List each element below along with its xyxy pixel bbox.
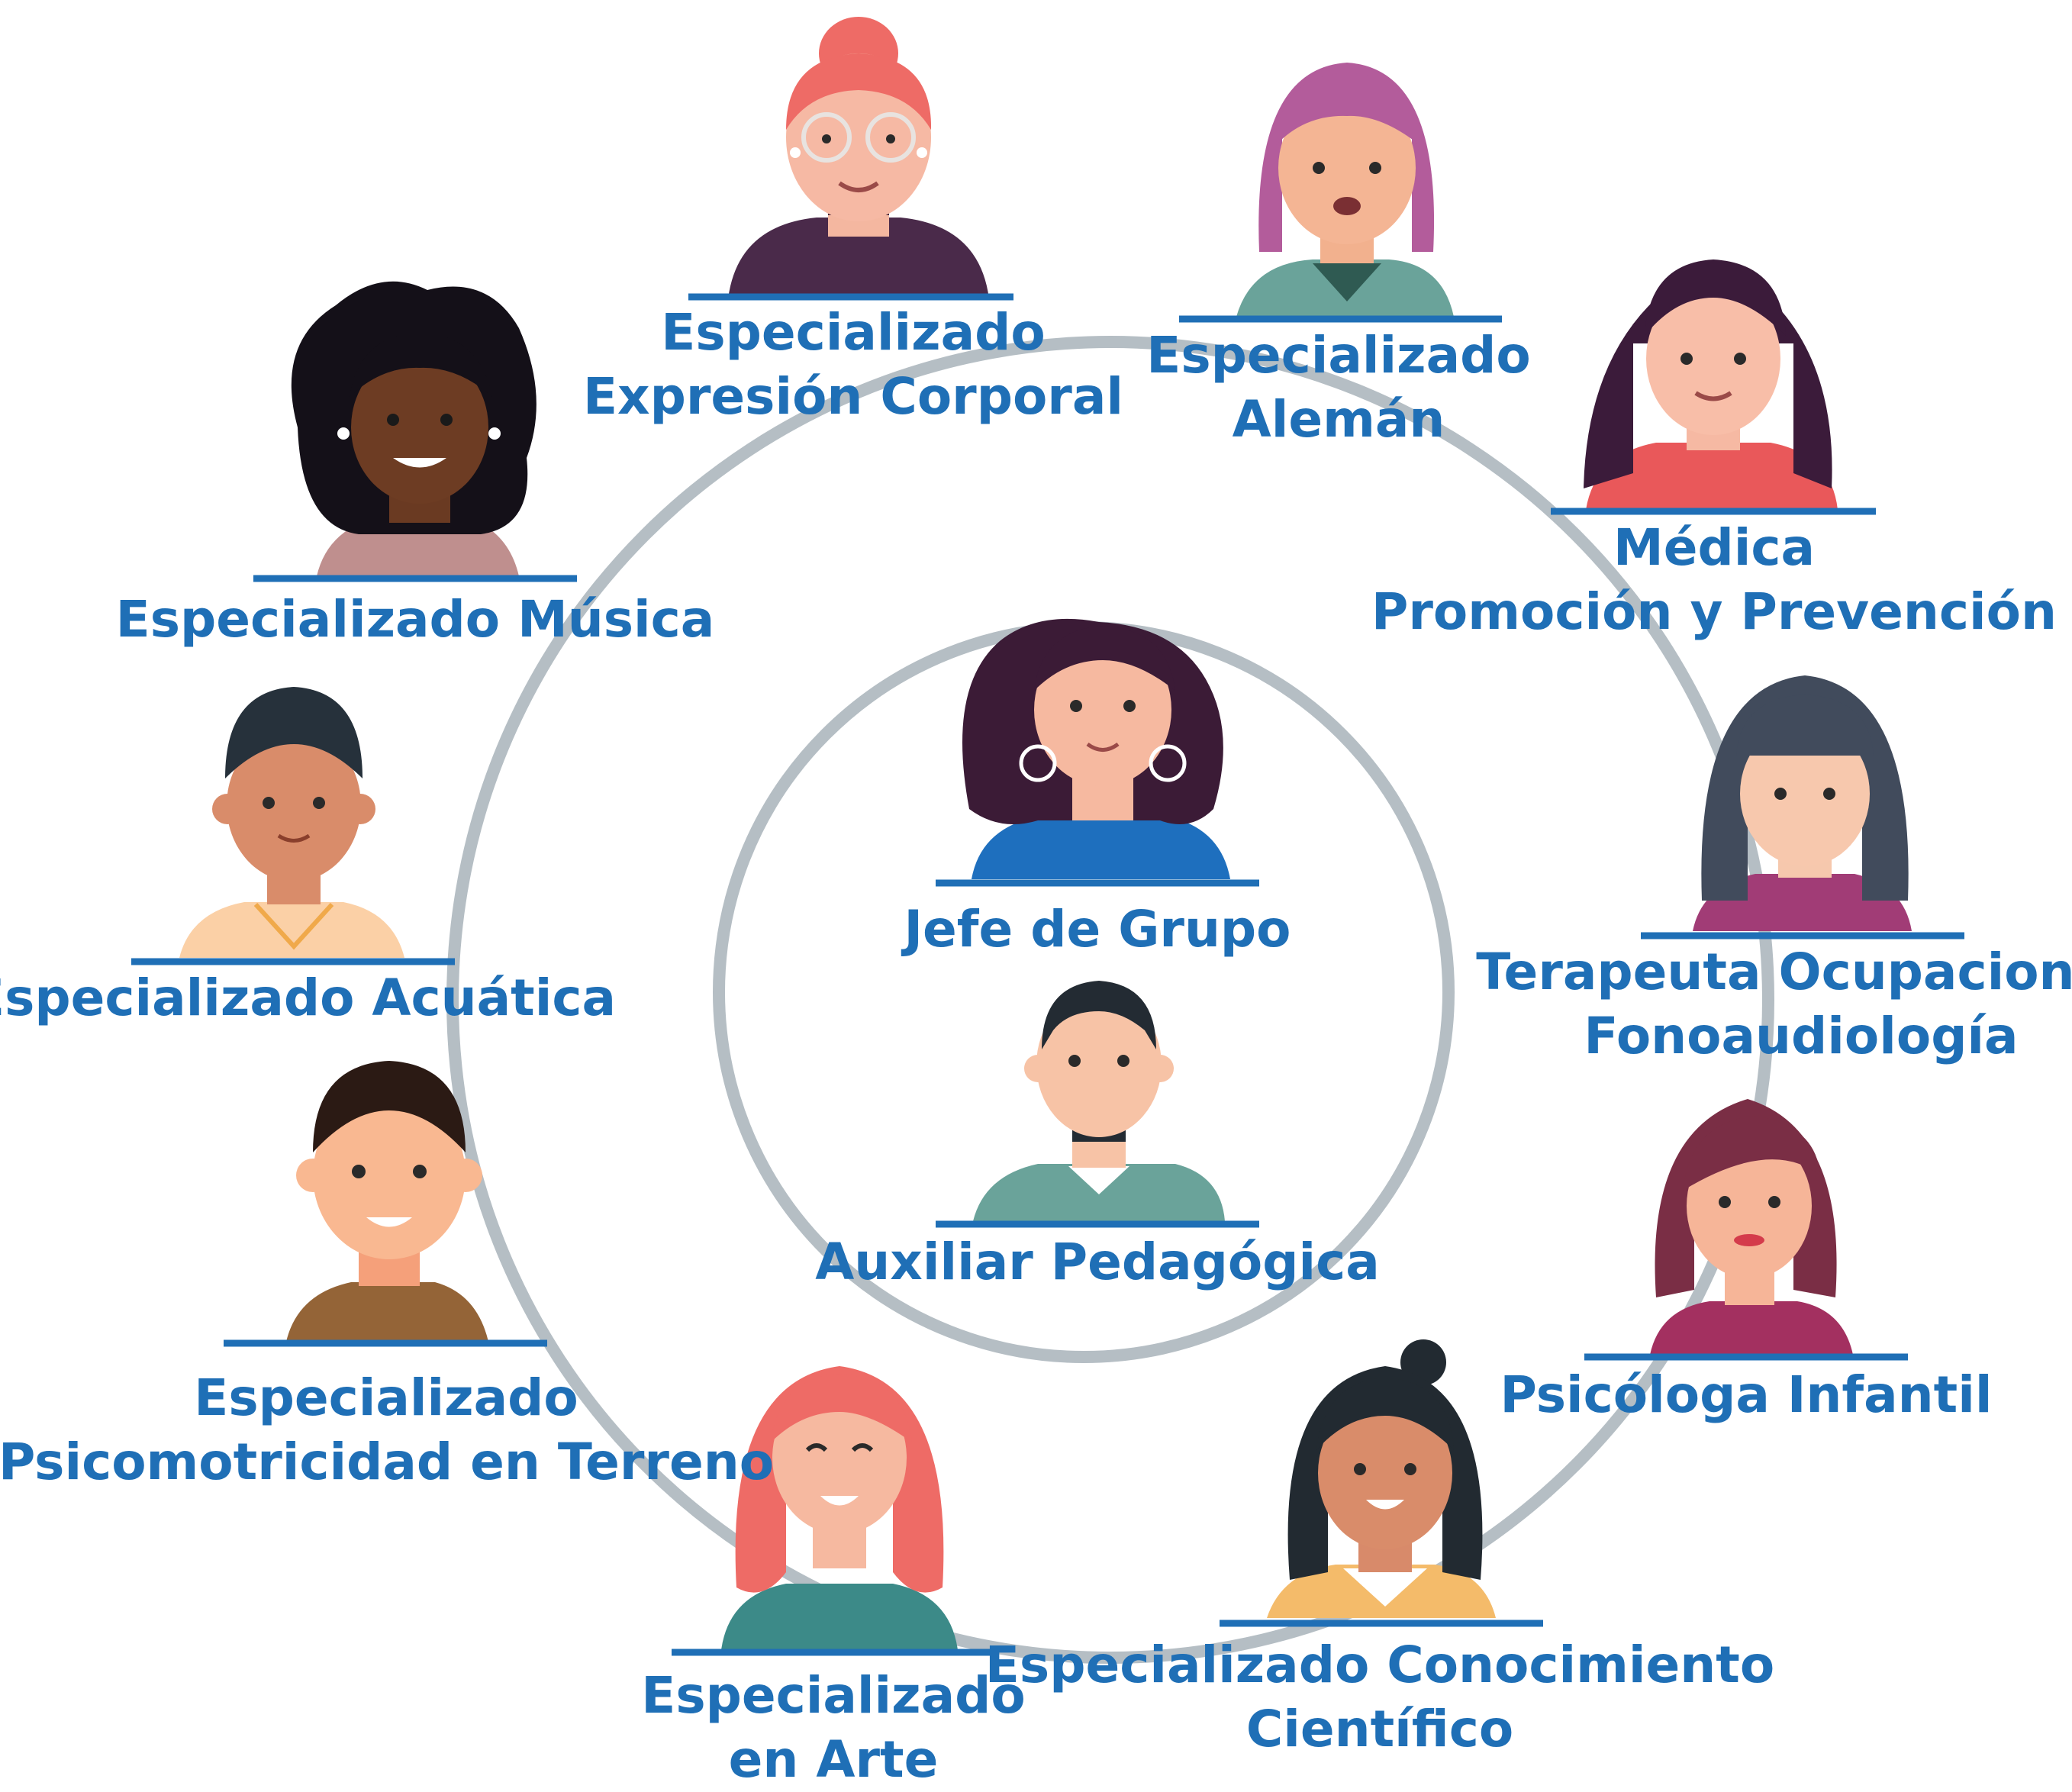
label-line: Jefe de Grupo <box>904 900 1291 959</box>
label-acuatica: Especializado Acuática <box>0 966 616 1030</box>
label-musica: Especializado Música <box>116 588 715 652</box>
avatar-auxiliar-pedagogica <box>973 981 1225 1221</box>
label-line: Especializado <box>641 1666 1026 1725</box>
label-terapeuta: Terapeuta Ocupacional Fonoaudiología <box>1476 940 2072 1068</box>
label-line: Alemán <box>1232 390 1445 449</box>
label-auxiliar-pedagogica: Auxiliar Pedagógica <box>815 1230 1380 1294</box>
label-line: Expresión Corporal <box>582 367 1124 426</box>
label-line: Fonoaudiología <box>1584 1007 2019 1065</box>
label-line: Especializado Conocimiento <box>984 1636 1775 1694</box>
avatar-psicologa <box>1650 1099 1853 1355</box>
label-line: Médica <box>1613 518 1815 577</box>
avatar-conocimiento-cientifico <box>1267 1339 1496 1618</box>
label-line: Científico <box>1245 1700 1514 1758</box>
label-psicomotricidad: Especializado Psicomotricidad en Terreno <box>0 1366 774 1494</box>
label-line: Promoción y Prevención <box>1371 582 2057 641</box>
label-arte: Especializado en Arte <box>641 1664 1025 1792</box>
label-line: en Arte <box>728 1730 939 1789</box>
avatar-medica <box>1584 259 1838 510</box>
avatar-musica <box>291 281 537 576</box>
avatar-terapeuta <box>1693 675 1912 931</box>
label-medica: Médica Promoción y Prevención <box>1371 516 2057 644</box>
label-line: Terapeuta Ocupacional <box>1476 943 2072 1001</box>
outer-ring <box>446 336 1774 1664</box>
avatar-jefe-de-grupo <box>962 618 1230 879</box>
label-line: Especializado Música <box>115 590 715 649</box>
label-line: Auxiliar Pedagógica <box>815 1233 1380 1291</box>
label-jefe-de-grupo: Jefe de Grupo <box>904 898 1291 962</box>
label-psicologa: Psicóloga Infantil <box>1500 1363 1993 1427</box>
label-line: Especializado <box>661 303 1046 362</box>
avatar-expresion-corporal <box>729 17 988 294</box>
label-line: Especializado <box>194 1368 578 1427</box>
label-expresion-corporal: Especializado Expresión Corporal <box>583 301 1123 429</box>
avatar-psicomotricidad <box>286 1061 488 1342</box>
avatar-acuatica <box>179 687 404 958</box>
label-line: Especializado Acuática <box>0 969 616 1027</box>
avatar-arte <box>721 1366 958 1650</box>
label-line: Psicomotricidad en Terreno <box>0 1433 775 1491</box>
label-line: Psicóloga Infantil <box>1500 1365 1993 1424</box>
label-conocimiento-cientifico: Especializado Conocimiento Científico <box>985 1633 1774 1761</box>
avatar-aleman <box>1236 63 1454 317</box>
label-line: Especializado <box>1146 326 1531 385</box>
label-aleman: Especializado Alemán <box>1146 324 1530 452</box>
